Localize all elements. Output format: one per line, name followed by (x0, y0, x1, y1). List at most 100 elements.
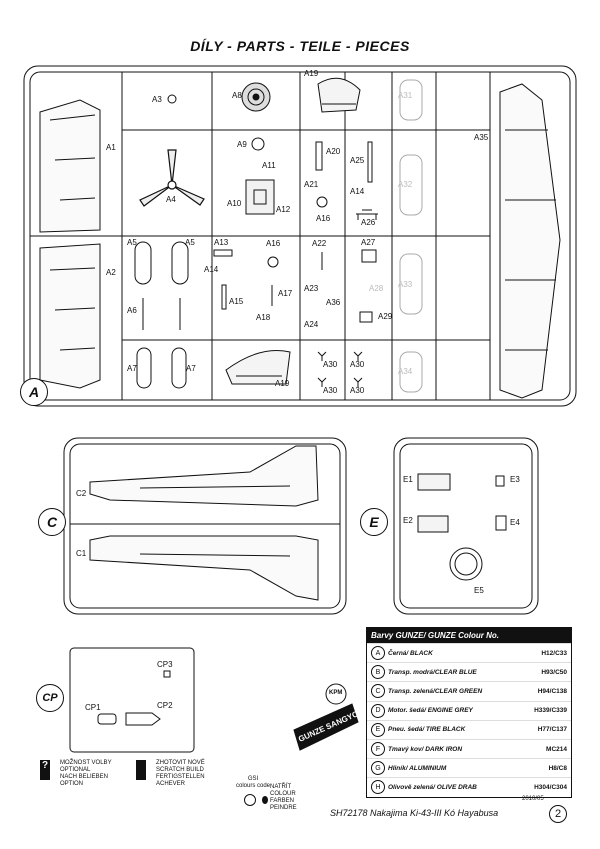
colour-name: Olivově zelená/ OLIVE DRAB (388, 783, 477, 791)
sprue-cp-frame (69, 647, 195, 753)
part-label: CP3 (157, 660, 173, 669)
part-label: A20 (326, 147, 341, 156)
part-label: A18 (256, 313, 271, 322)
part-label: C2 (76, 489, 87, 498)
part-label: A32 (398, 180, 413, 189)
part-label: E4 (510, 518, 520, 527)
part-label: A5 (185, 238, 195, 247)
colour-table-heading: Barvy GUNZE/ GUNZE Colour No. (367, 628, 571, 643)
part-label: A7 (186, 364, 196, 373)
wing-a1 (39, 99, 101, 233)
part-label: A34 (398, 367, 413, 376)
sprue-a-badge: A (20, 378, 48, 406)
gsi-icon (244, 794, 256, 806)
part-label: A19 (275, 379, 290, 388)
part-label: E1 (403, 475, 413, 484)
sprue-e-frame (393, 437, 539, 615)
part-label: A12 (276, 205, 291, 214)
colour-letter: C (371, 684, 385, 699)
part-label: A3 (152, 95, 162, 104)
part-label: A14 (204, 265, 219, 274)
part-label: A4 (166, 195, 176, 204)
colour-code: H339/C339 (534, 707, 567, 715)
part-label: C1 (76, 549, 87, 558)
part-label: E2 (403, 516, 413, 525)
part-label: A29 (378, 312, 393, 321)
part-label: A30 (350, 386, 365, 395)
colour-letter: B (371, 665, 385, 680)
colour-code: H304/C304 (534, 783, 567, 791)
sprue-c-frame (63, 437, 347, 615)
propeller-a4 (139, 149, 205, 207)
part-label: A6 (127, 306, 137, 315)
part-label: A25 (350, 156, 365, 165)
colour-name: Černá/ BLACK (388, 649, 433, 657)
part-label: A26 (361, 218, 376, 227)
colour-code: H77/C137 (537, 726, 567, 734)
part-label: CP1 (85, 703, 101, 712)
part-label: A15 (229, 297, 244, 306)
part-label: A5 (127, 238, 137, 247)
part-label: A31 (398, 91, 413, 100)
page-title: DÍLY - PARTS - TEILE - PIECES (190, 38, 410, 54)
part-label: A30 (323, 360, 338, 369)
sprue-cp-badge: CP (36, 684, 64, 712)
part-label: A16 (316, 214, 331, 223)
colour-name: Tmavý kov/ DARK IRON (388, 745, 463, 753)
option-icon: ? (40, 760, 50, 780)
colour-letter: G (371, 761, 385, 776)
colour-code: H93/C50 (541, 668, 567, 676)
fuselage-c2 (89, 445, 319, 507)
sprue-e-badge: E (360, 508, 388, 536)
scratch-icon (136, 760, 146, 780)
part-label: A36 (326, 298, 341, 307)
part-label: A27 (361, 238, 376, 247)
page-number: 2 (549, 805, 567, 823)
colour-name: Hliník/ ALUMINIUM (388, 764, 447, 772)
fuselage-c1 (89, 535, 319, 601)
engine-a8 (241, 82, 271, 112)
part-label: CP2 (157, 701, 173, 710)
wing-a2 (39, 243, 101, 389)
colour-name: Motor. šedá/ ENGINE GREY (388, 707, 473, 715)
colour-letter: E (371, 722, 385, 737)
colour-letter: D (371, 703, 385, 718)
colour-name: Transp. modrá/CLEAR BLUE (388, 668, 477, 676)
gunze-logo (293, 683, 359, 751)
part-label: A24 (304, 320, 319, 329)
colour-code: H94/C138 (537, 687, 567, 695)
part-label: A7 (127, 364, 137, 373)
colour-code: H12/C33 (541, 649, 567, 657)
part-label: A17 (278, 289, 293, 298)
colour-code: H8/C8 (548, 764, 567, 772)
part-label: A22 (312, 239, 327, 248)
part-label: A30 (350, 360, 365, 369)
part-label: A30 (323, 386, 338, 395)
part-label: E3 (510, 475, 520, 484)
part-label: A21 (304, 180, 319, 189)
sprue-a-frame (23, 65, 577, 407)
part-label: A1 (106, 143, 116, 152)
part-label: A13 (214, 238, 229, 247)
part-label: A14 (350, 187, 365, 196)
colour-letter: H (371, 780, 385, 795)
part-label: A9 (237, 140, 247, 149)
wing-a35 (499, 83, 561, 399)
part-label: A19 (304, 69, 319, 78)
colour-letter: F (371, 742, 385, 757)
part-label: A23 (304, 284, 319, 293)
sprue-c-badge: C (38, 508, 66, 536)
paint-drop-icon (262, 796, 268, 804)
part-label: A8 (232, 91, 242, 100)
